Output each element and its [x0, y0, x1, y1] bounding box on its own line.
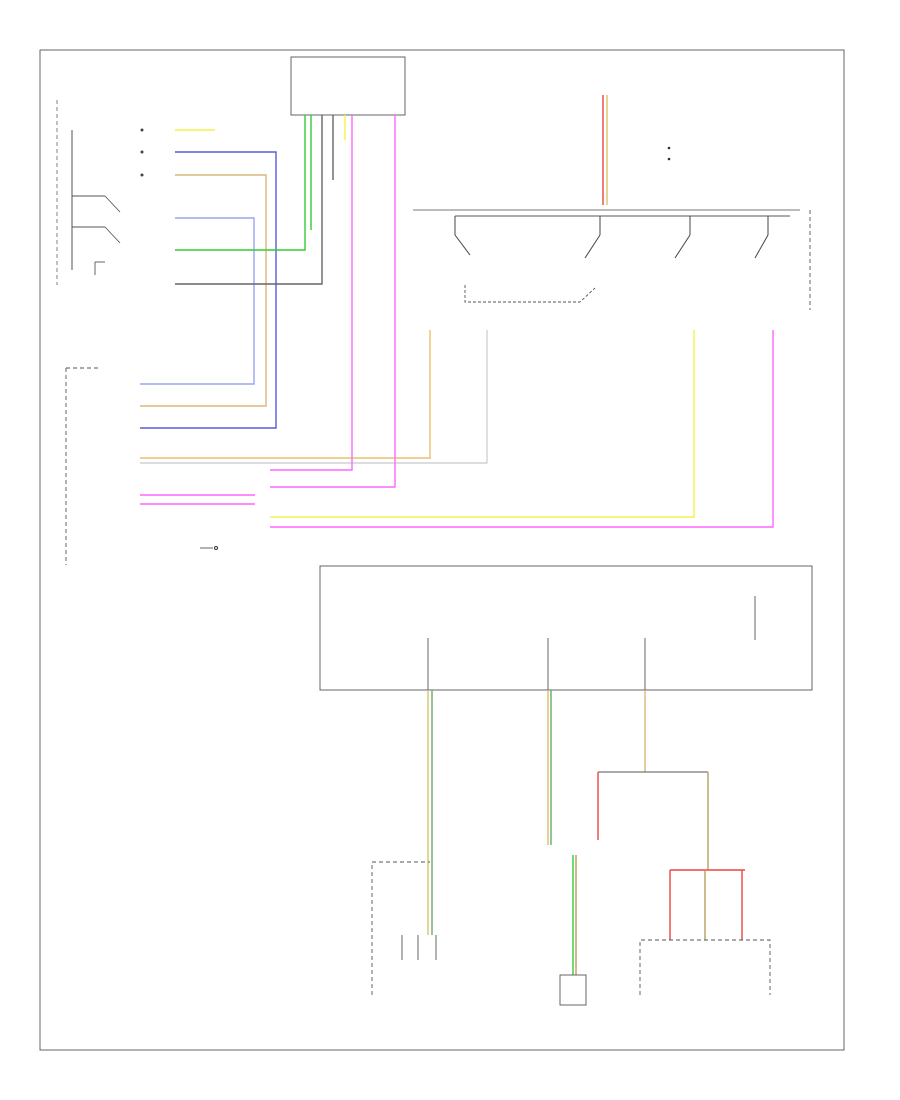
right-switch [413, 209, 811, 310]
wires-left [140, 115, 774, 528]
wire-blue [140, 151, 277, 429]
accelerator-pedal-sensor [559, 974, 587, 1006]
legend-notes [667, 146, 671, 161]
engine-control-module [319, 565, 813, 691]
wire-tan [140, 174, 267, 407]
wire-light-blue [140, 217, 255, 385]
wire-yellow-long [270, 330, 695, 518]
wire-pink-long [270, 330, 774, 528]
diagram-frame [39, 49, 845, 1051]
wire-green [175, 115, 306, 251]
top-connector [290, 56, 406, 116]
body-control-module [65, 367, 218, 565]
transmission-control-module [371, 861, 437, 995]
wire-gray-center [140, 330, 488, 464]
wires-lower [427, 690, 745, 975]
left-switch-stack [56, 100, 144, 285]
wire-pink-2 [270, 115, 396, 488]
wire-pink-1 [270, 115, 353, 471]
stop-lamp-switch [639, 939, 771, 995]
wire-yellow-lower [140, 330, 431, 459]
wire-gray [175, 115, 323, 285]
top-center-fuse [602, 95, 608, 205]
